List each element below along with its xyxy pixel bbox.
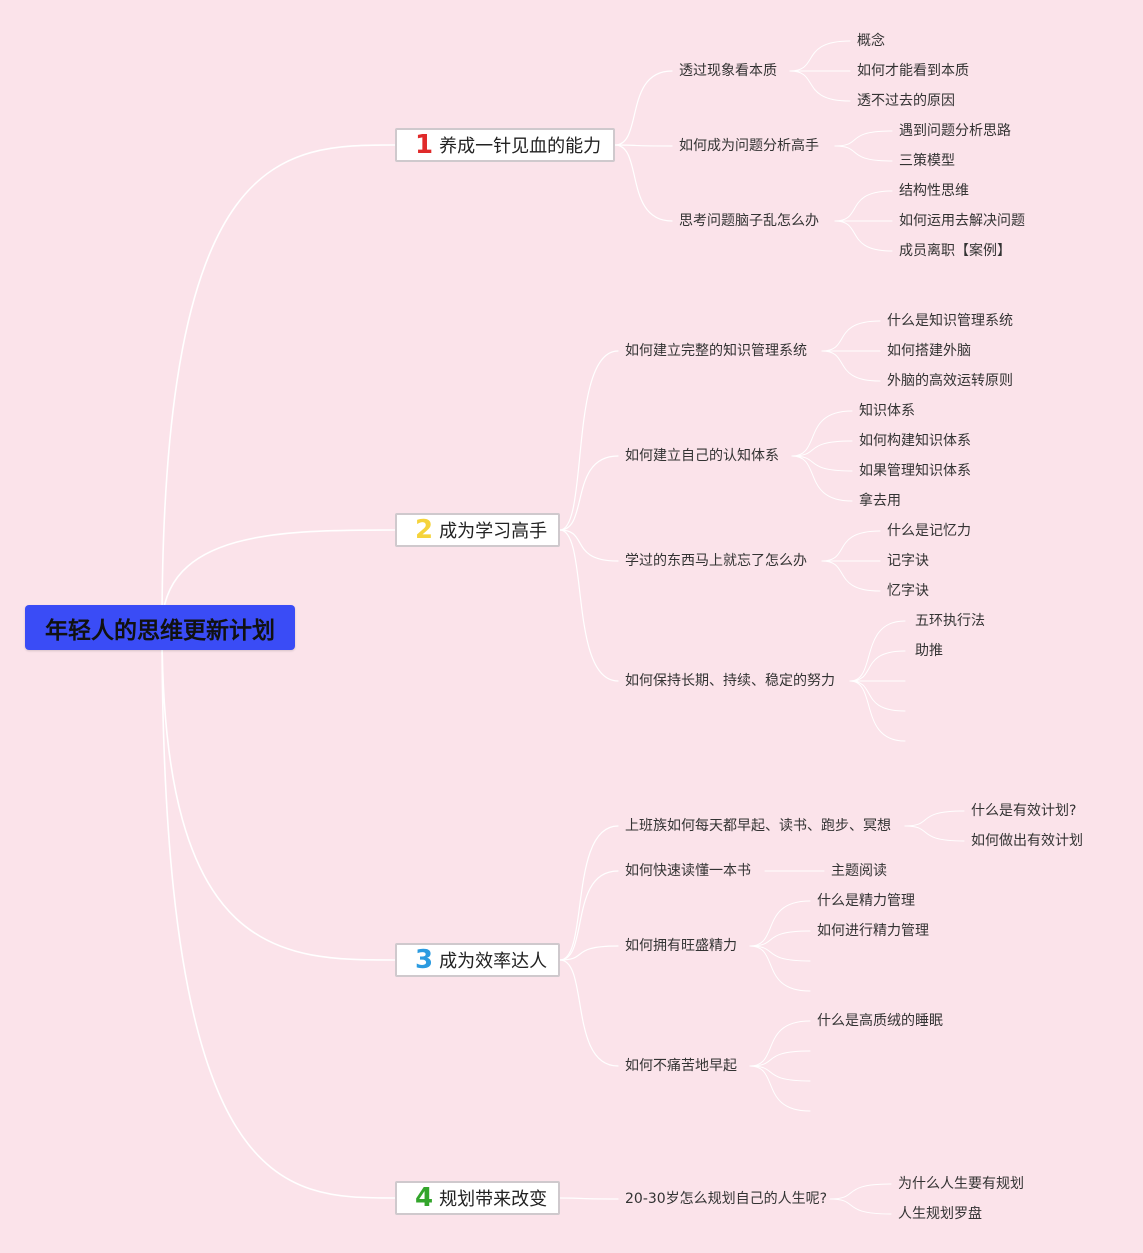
subtopic-2-1-3[interactable]: 外脑的高效运转原则	[887, 373, 1013, 389]
connector-line	[791, 410, 853, 457]
connector-line	[791, 455, 853, 502]
number-4-icon: 4	[415, 1183, 434, 1213]
connector-line	[749, 1050, 811, 1067]
topic-3-2[interactable]: 如何快速读懂一本书	[625, 863, 751, 879]
branch-4-label: 规划带来改变	[439, 1189, 548, 1210]
subtopic-1-1-1[interactable]: 概念	[857, 33, 885, 49]
branch-4[interactable]: 4 规划带来改变	[395, 1181, 560, 1215]
branch-2-label: 成为学习高手	[439, 521, 548, 542]
connector-line	[749, 945, 811, 962]
subtopic-2-3-1[interactable]: 什么是记忆力	[887, 523, 971, 539]
topic-1-3[interactable]: 思考问题脑子乱怎么办	[679, 213, 819, 229]
topic-4-1[interactable]: 20-30岁怎么规划自己的人生呢?	[625, 1191, 828, 1207]
topic-3-3[interactable]: 如何拥有旺盛精力	[625, 938, 737, 954]
connector-line	[821, 350, 881, 382]
topic-2-2[interactable]: 如何建立自己的认知体系	[625, 448, 779, 464]
subtopic-1-2-1[interactable]: 遇到问题分析思路	[899, 123, 1011, 139]
branch-1-label: 养成一针见血的能力	[439, 136, 602, 157]
connector-line	[821, 560, 881, 592]
number-3-icon: 3	[415, 945, 434, 975]
number-2-icon: 2	[415, 515, 434, 545]
subtopic-3-2-1[interactable]: 主题阅读	[831, 863, 887, 879]
subtopic-1-2-2[interactable]: 三策模型	[899, 153, 955, 169]
connector-line	[614, 144, 673, 222]
topic-2-3[interactable]: 学过的东西马上就忘了怎么办	[625, 553, 807, 569]
topic-1-1[interactable]: 透过现象看本质	[679, 63, 777, 79]
connector-line	[904, 825, 965, 842]
branch-3[interactable]: 3 成为效率达人	[395, 943, 560, 977]
connector-line	[749, 1065, 811, 1082]
subtopic-2-2-4[interactable]: 拿去用	[859, 493, 901, 509]
connector-line	[791, 440, 853, 457]
connector-line	[559, 1197, 619, 1200]
topic-3-4[interactable]: 如何不痛苦地早起	[625, 1058, 737, 1074]
subtopic-3-3-2[interactable]: 如何进行精力管理	[817, 923, 929, 939]
subtopic-2-3-3[interactable]: 忆字诀	[887, 583, 929, 599]
connector-line	[559, 870, 619, 961]
connector-line	[834, 145, 893, 162]
connector-line	[161, 627, 396, 1199]
connector-line	[849, 620, 906, 682]
connector-line	[161, 144, 396, 629]
subtopic-2-2-3[interactable]: 如果管理知识体系	[859, 463, 971, 479]
branch-3-label: 成为效率达人	[439, 951, 548, 972]
subtopic-2-1-1[interactable]: 什么是知识管理系统	[887, 313, 1013, 329]
connector-line	[834, 130, 893, 147]
subtopic-3-4-1[interactable]: 什么是高质绒的睡眠	[817, 1013, 943, 1029]
connector-line	[791, 455, 853, 472]
topic-2-1[interactable]: 如何建立完整的知识管理系统	[625, 343, 807, 359]
connector-line	[834, 220, 893, 252]
connector-line	[749, 900, 811, 947]
topic-2-4[interactable]: 如何保持长期、持续、稳定的努力	[625, 673, 835, 689]
connector-line	[904, 810, 965, 827]
subtopic-1-1-3[interactable]: 透不过去的原因	[857, 93, 955, 109]
connector-line	[789, 70, 851, 102]
connector-line	[821, 320, 881, 352]
connector-line	[559, 350, 619, 531]
connector-line	[559, 529, 619, 562]
topic-1-2[interactable]: 如何成为问题分析高手	[679, 138, 819, 154]
subtopic-2-3-2[interactable]: 记字诀	[887, 553, 929, 569]
connector-line	[849, 650, 906, 682]
root-topic[interactable]: 年轻人的思维更新计划	[25, 605, 295, 650]
number-1-icon: 1	[415, 130, 434, 160]
subtopic-2-4-1[interactable]: 五环执行法	[915, 613, 985, 629]
subtopic-1-3-1[interactable]: 结构性思维	[899, 183, 969, 199]
connector-line	[849, 680, 906, 712]
connector-line	[749, 1065, 811, 1112]
connector-line	[559, 945, 619, 961]
connector-line	[749, 1020, 811, 1067]
connector-line	[161, 627, 396, 961]
branch-1[interactable]: 1 养成一针见血的能力	[395, 128, 615, 162]
connector-line	[614, 70, 673, 146]
subtopic-2-4-2[interactable]: 助推	[915, 643, 943, 659]
subtopic-1-1-2[interactable]: 如何才能看到本质	[857, 63, 969, 79]
subtopic-2-2-2[interactable]: 如何构建知识体系	[859, 433, 971, 449]
subtopic-4-1-1[interactable]: 为什么人生要有规划	[898, 1176, 1024, 1192]
connector-line	[829, 1198, 892, 1215]
topic-3-1[interactable]: 上班族如何每天都早起、读书、跑步、冥想	[625, 818, 891, 834]
connector-line	[829, 1183, 892, 1200]
subtopic-2-1-2[interactable]: 如何搭建外脑	[887, 343, 971, 359]
subtopic-3-3-1[interactable]: 什么是精力管理	[817, 893, 915, 909]
connector-line	[559, 455, 619, 531]
connector-line	[849, 680, 906, 742]
subtopic-1-3-3[interactable]: 成员离职【案例】	[899, 243, 1011, 259]
connector-line	[614, 144, 673, 147]
connector-line	[749, 945, 811, 992]
connector-line	[559, 959, 619, 1067]
connector-line	[749, 930, 811, 947]
subtopic-4-1-2[interactable]: 人生规划罗盘	[898, 1206, 982, 1222]
subtopic-3-1-2[interactable]: 如何做出有效计划	[971, 833, 1083, 849]
subtopic-1-3-2[interactable]: 如何运用去解决问题	[899, 213, 1025, 229]
connector-line	[821, 530, 881, 562]
connector-line	[559, 529, 619, 682]
branch-2[interactable]: 2 成为学习高手	[395, 513, 560, 547]
connector-line	[789, 40, 851, 72]
connector-line	[559, 825, 619, 961]
subtopic-2-2-1[interactable]: 知识体系	[859, 403, 915, 419]
connector-line	[834, 190, 893, 222]
subtopic-3-1-1[interactable]: 什么是有效计划?	[971, 803, 1077, 819]
